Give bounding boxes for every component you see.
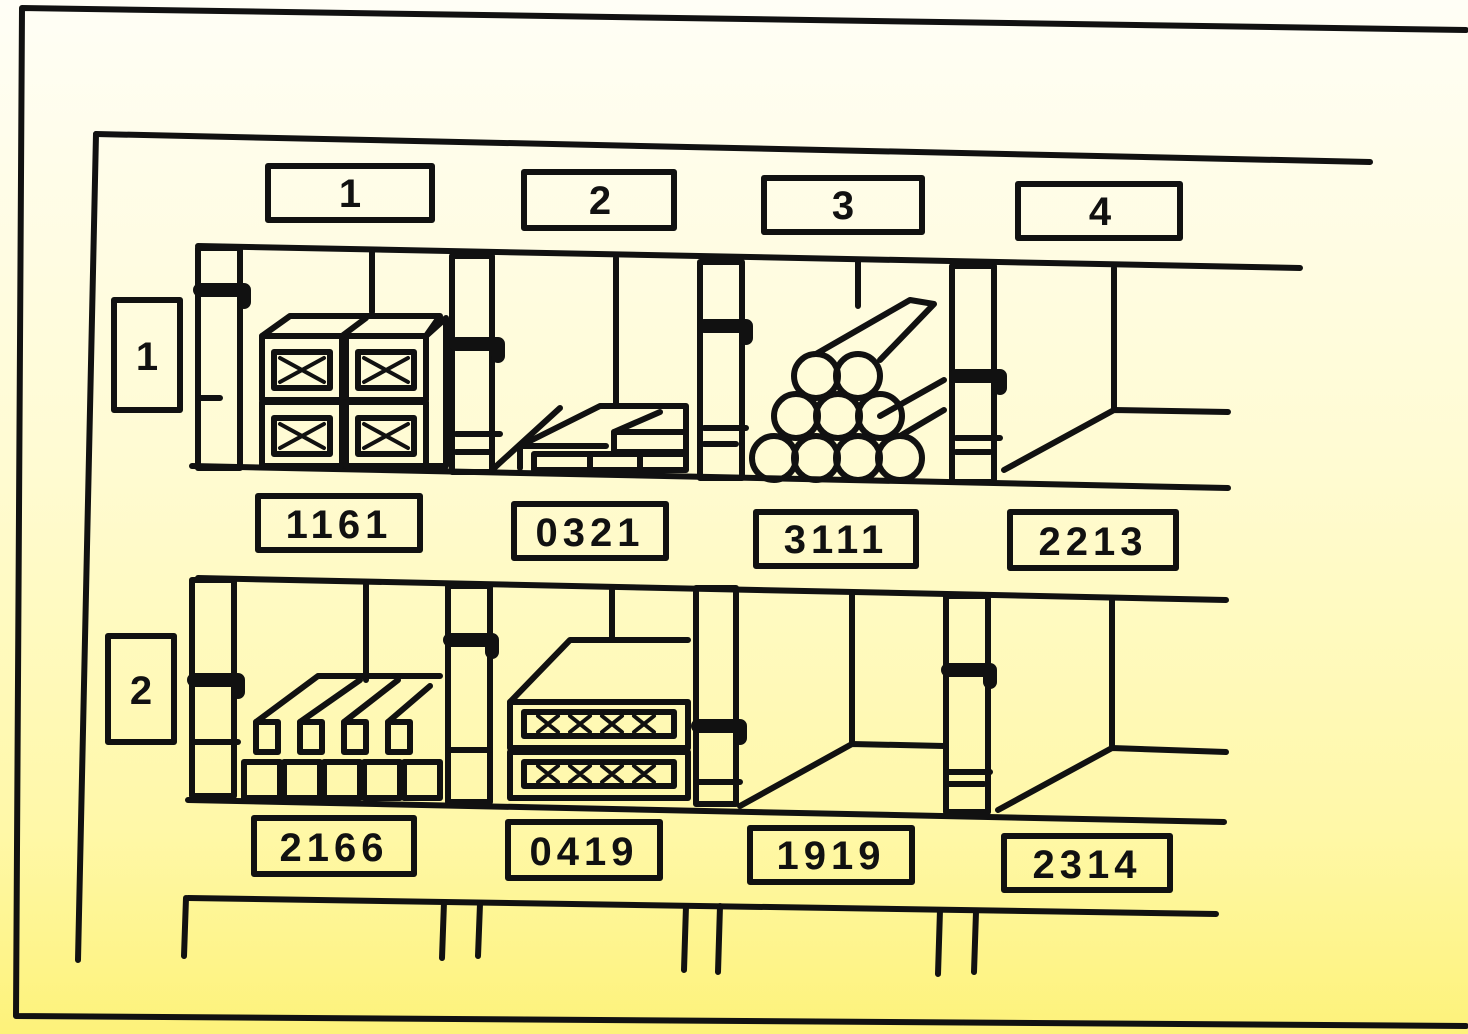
bin-code: 0321 — [536, 511, 645, 555]
pipe-stack — [752, 300, 944, 480]
lower-shelf-structure — [192, 580, 1226, 812]
row-label: 1 — [136, 335, 158, 379]
bin-code: 3111 — [784, 518, 889, 562]
bin-code: 1161 — [286, 503, 393, 547]
column-label: 1 — [339, 172, 361, 216]
column-labels: 1 2 3 4 — [339, 172, 1112, 234]
bar-bundle — [244, 676, 440, 798]
column-label-frames — [268, 166, 1180, 238]
bin-code: 2213 — [1039, 520, 1148, 564]
box-stack — [510, 640, 688, 798]
bin-code: 2314 — [1033, 843, 1142, 887]
plank-stack — [520, 406, 686, 470]
bin-codes: 1161 0321 3111 2213 2166 0419 1919 2314 — [280, 503, 1148, 887]
upper-shelf-structure — [198, 248, 1228, 482]
bin-code: 0419 — [530, 830, 639, 874]
column-label: 4 — [1089, 190, 1112, 234]
bin-code: 1919 — [777, 834, 886, 878]
row-label: 2 — [130, 669, 152, 713]
crate-stack — [262, 316, 446, 466]
column-label: 3 — [832, 184, 854, 228]
bin-code: 2166 — [280, 826, 389, 870]
column-label: 2 — [589, 179, 611, 223]
row-labels: 1 2 — [130, 335, 158, 713]
